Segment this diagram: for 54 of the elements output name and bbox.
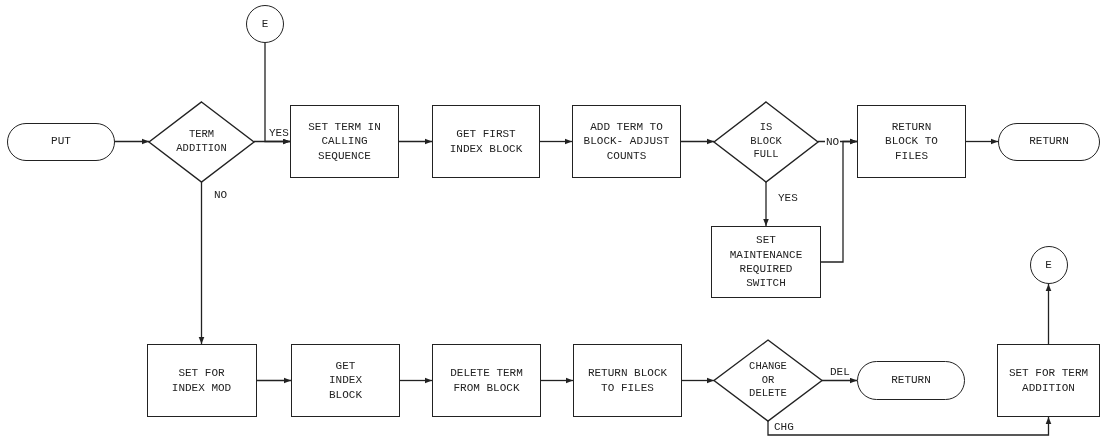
step-text: DELETE TERM FROM BLOCK [449, 366, 524, 395]
terminal-shape [857, 361, 965, 400]
arrow [264, 42, 291, 145]
process-box [290, 105, 399, 178]
connector-circle [1029, 246, 1068, 284]
process-box [857, 105, 966, 178]
step-text: TERM ADDITION [175, 127, 228, 156]
step-text: IS BLOCK FULL [749, 121, 783, 162]
arrow [767, 416, 1052, 436]
step-text: SET TERM IN CALLING SEQUENCE [307, 120, 382, 163]
step-text: RETURN BLOCK TO FILES [884, 120, 939, 163]
step-text: RETURN [891, 373, 931, 388]
process-box [572, 105, 681, 178]
edge-label: YES [268, 127, 290, 140]
process-box [432, 105, 540, 178]
edge-label: DEL [829, 366, 851, 379]
arrow [198, 180, 205, 345]
decision-diamond [149, 101, 254, 182]
arrow [540, 377, 574, 384]
step-text: GET INDEX BLOCK [328, 359, 363, 402]
arrow [255, 377, 292, 384]
step-text: ADD TERM TO BLOCK- ADJUST COUNTS [582, 120, 671, 163]
process-box [291, 344, 400, 417]
process-box [997, 344, 1100, 417]
decision-diamond [714, 340, 822, 421]
step-text: RETURN BLOCK TO FILES [586, 366, 669, 395]
terminal-shape [998, 122, 1100, 161]
step-text: GET FIRST INDEX BLOCK [448, 127, 524, 156]
step-text: SET FOR INDEX MOD [170, 366, 233, 395]
decision-diamond [714, 101, 818, 182]
process-box [432, 344, 541, 417]
arrow [681, 377, 715, 384]
arrow [399, 377, 433, 384]
process-box [146, 344, 257, 417]
step-text: RETURN [1029, 134, 1069, 149]
connector-circle [246, 5, 284, 43]
step-text: SET FOR TERM ADDITION [1007, 366, 1090, 395]
step-text: E [1045, 257, 1052, 273]
step-text: E [261, 16, 269, 32]
arrow [821, 377, 858, 384]
step-text: PUT [51, 134, 71, 149]
terminal-shape [7, 122, 115, 161]
step-text: CHANGE OR DELETE [748, 360, 788, 401]
step-text: SET MAINTENANCE REQUIRED SWITCH [728, 233, 804, 291]
arrow [539, 138, 573, 145]
arrow [763, 180, 769, 227]
arrow [1045, 283, 1052, 345]
arrow [965, 138, 999, 145]
process-box [711, 226, 821, 298]
arrow [680, 138, 715, 145]
process-box [573, 344, 682, 417]
arrow [820, 138, 858, 263]
arrow [114, 138, 150, 145]
arrow [398, 138, 433, 145]
